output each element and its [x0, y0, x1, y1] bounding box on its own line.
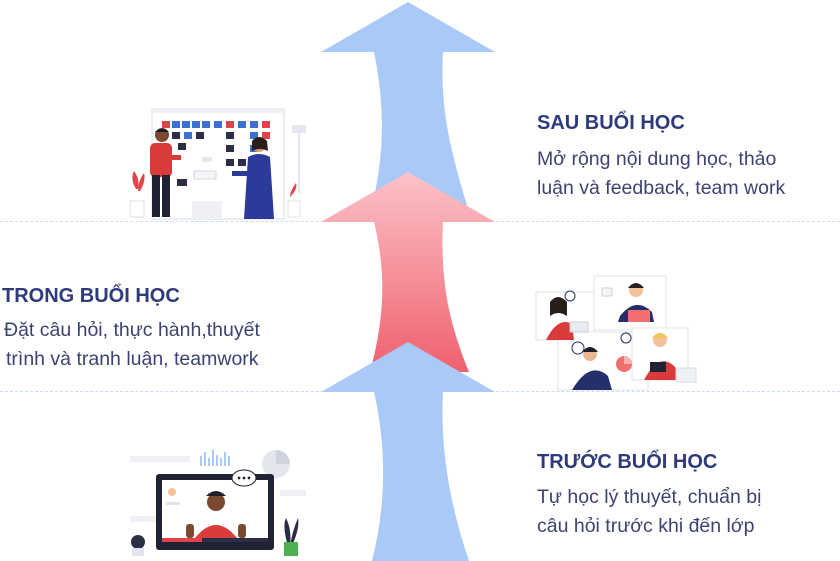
stage-during-desc-line1: Đặt câu hỏi, thực hành,thuyết: [4, 319, 260, 341]
arrow-bottom: [321, 342, 495, 561]
stage-before-title: TRƯỚC BUỔI HỌC: [537, 451, 718, 473]
stage-before-desc-line1: Tự học lý thuyết, chuẩn bị: [537, 486, 762, 508]
video-lecture-illustration: [130, 450, 306, 556]
stage-before-desc-line2: câu hỏi trước khi đến lớp: [537, 515, 755, 537]
stage-during-desc-line2: trình và tranh luận, teamwork: [6, 348, 259, 370]
stage-during-title: TRONG BUỔI HỌC: [2, 285, 180, 307]
arrow-middle: [321, 172, 495, 372]
stage-after-desc-line1: Mở rộng nội dung học, thảo: [537, 148, 777, 170]
stage-after-title: SAU BUỔI HỌC: [537, 112, 685, 134]
online-discussion-illustration: [535, 275, 697, 391]
arrow-top: [321, 2, 495, 215]
stage-after-desc-line2: luận và feedback, team work: [537, 177, 786, 199]
whiteboard-teamwork-illustration: [129, 108, 306, 220]
